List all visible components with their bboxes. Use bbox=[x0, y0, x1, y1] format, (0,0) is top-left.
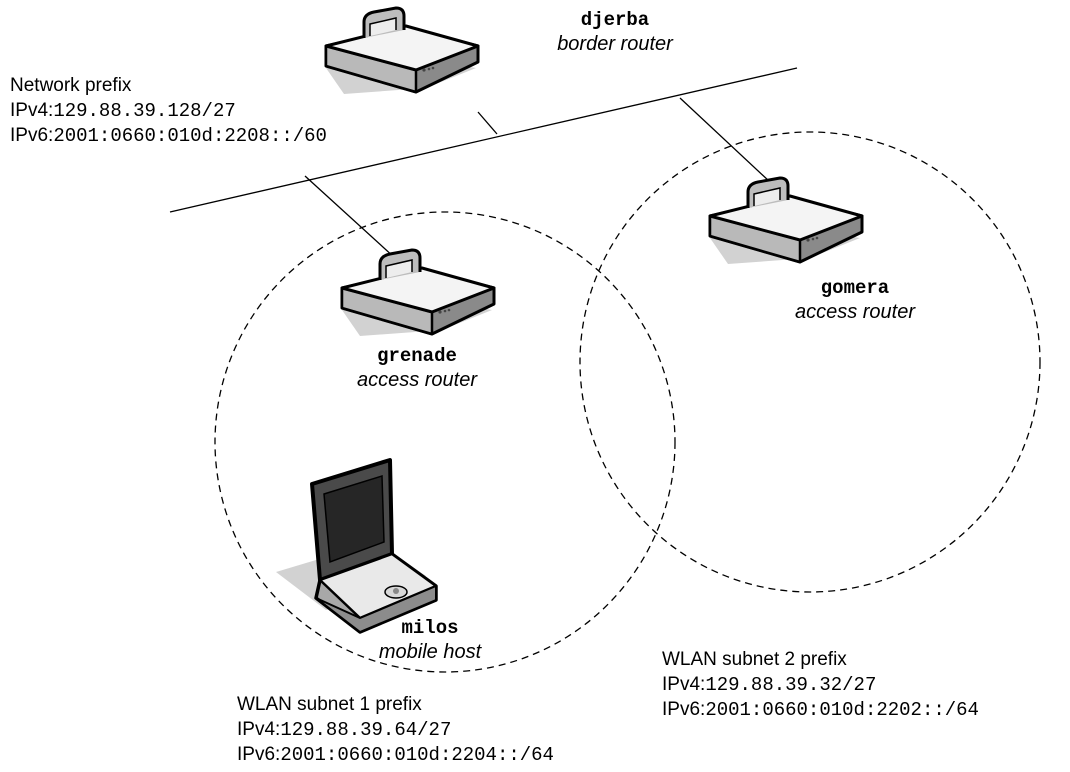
djerba-label: djerba border router bbox=[540, 8, 690, 56]
wlan2-ipv6: IPv6:2001:0660:010d:2202::/64 bbox=[662, 698, 979, 722]
gomera-name: gomera bbox=[820, 277, 890, 299]
grenade-role: access router bbox=[356, 369, 478, 391]
network-prefix-ipv4-value: 129.88.39.128/27 bbox=[53, 100, 236, 122]
gomera-link bbox=[679, 97, 771, 183]
gomera-router-icon bbox=[708, 176, 864, 266]
wlan2-ipv4-label: IPv4: bbox=[662, 674, 706, 695]
wlan2-ipv4: IPv4:129.88.39.32/27 bbox=[662, 673, 876, 697]
grenade-link bbox=[304, 175, 396, 259]
djerba-name: djerba bbox=[580, 9, 650, 31]
milos-laptop-icon bbox=[276, 458, 438, 634]
wlan1-ipv6-value: 2001:0660:010d:2204::/64 bbox=[280, 744, 554, 766]
grenade-name: grenade bbox=[377, 345, 457, 367]
wlan2-ipv4-value: 129.88.39.32/27 bbox=[705, 674, 877, 696]
wlan2-ipv6-label: IPv6: bbox=[662, 699, 706, 720]
wlan1-coverage bbox=[214, 211, 676, 673]
backbone-link bbox=[169, 67, 798, 213]
djerba-role: border router bbox=[557, 33, 673, 55]
wlan1-title: WLAN subnet 1 prefix bbox=[237, 694, 422, 715]
gomera-role: access router bbox=[794, 301, 916, 323]
wlan1-ipv4-label: IPv4: bbox=[237, 719, 281, 740]
network-prefix-title: Network prefix bbox=[10, 75, 132, 96]
wlan2-title: WLAN subnet 2 prefix bbox=[662, 649, 847, 670]
network-prefix-ipv6-value: 2001:0660:010d:2208::/60 bbox=[53, 125, 327, 147]
grenade-label: grenade access router bbox=[342, 344, 492, 392]
grenade-router-icon bbox=[340, 248, 496, 338]
network-prefix-ipv4-label: IPv4: bbox=[10, 100, 54, 121]
djerba-link bbox=[477, 111, 498, 135]
network-prefix-ipv4: IPv4:129.88.39.128/27 bbox=[10, 99, 236, 123]
wlan2-coverage bbox=[579, 131, 1041, 593]
gomera-label: gomera access router bbox=[765, 276, 945, 324]
milos-role: mobile host bbox=[378, 641, 482, 663]
djerba-router-icon bbox=[324, 6, 480, 96]
wlan1-ipv6-label: IPv6: bbox=[237, 744, 281, 765]
wlan2-ipv6-value: 2001:0660:010d:2202::/64 bbox=[705, 699, 979, 721]
milos-name: milos bbox=[401, 617, 459, 639]
network-prefix-ipv6: IPv6:2001:0660:010d:2208::/60 bbox=[10, 124, 327, 148]
wlan1-ipv4-value: 129.88.39.64/27 bbox=[280, 719, 452, 741]
network-prefix-ipv6-label: IPv6: bbox=[10, 125, 54, 146]
milos-label: milos mobile host bbox=[355, 616, 505, 664]
wlan1-ipv6: IPv6:2001:0660:010d:2204::/64 bbox=[237, 743, 554, 767]
wlan1-ipv4: IPv4:129.88.39.64/27 bbox=[237, 718, 451, 742]
